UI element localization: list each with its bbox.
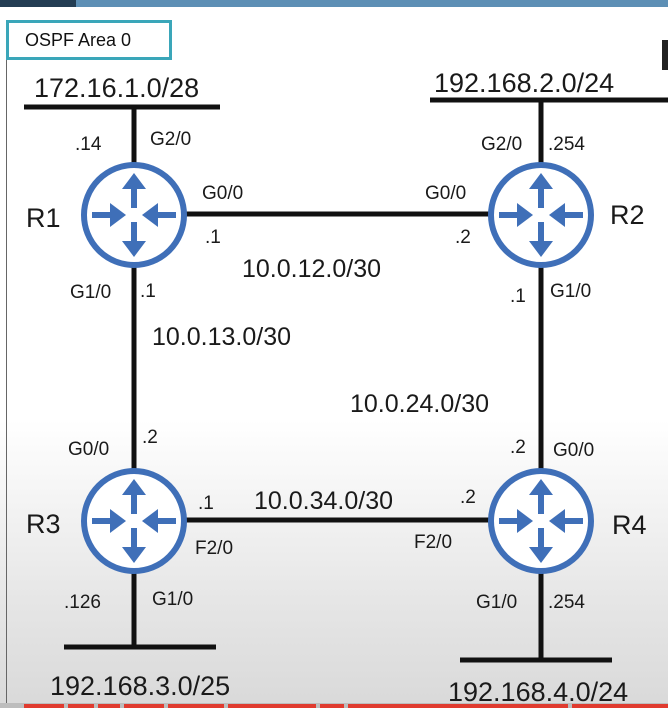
link-r1-r3-b-iface: G0/0 <box>68 439 110 460</box>
top-bar-tab <box>0 0 76 7</box>
link-r3-r4-b-host: .2 <box>460 487 476 508</box>
progress-segment <box>228 704 316 708</box>
lan-r3-network: 192.168.3.0/25 <box>50 671 231 701</box>
lan-r4-host: .254 <box>548 592 585 613</box>
link-r2-r4-network: 10.0.24.0/30 <box>350 390 490 418</box>
link-r1-r2-network: 10.0.12.0/30 <box>242 255 382 283</box>
link-r2-r4-a-host: .1 <box>510 286 526 307</box>
lan-r4-iface: G1/0 <box>476 592 518 613</box>
link-r3-r4-network: 10.0.34.0/30 <box>254 487 394 515</box>
lan-r3-host: .126 <box>64 592 101 613</box>
link-r1-r3-network: 10.0.13.0/30 <box>152 323 292 351</box>
link-r3-r4-b-iface: F2/0 <box>414 532 453 553</box>
lan-r2-host: .254 <box>548 134 585 155</box>
link-r3-r4-a-iface: F2/0 <box>195 538 234 559</box>
diagram-frame-edge <box>6 22 7 708</box>
link-r2-r4-b-iface: G0/0 <box>553 440 595 461</box>
router-r4-icon <box>491 471 591 571</box>
progress-segment <box>68 704 94 708</box>
top-bar <box>0 0 668 7</box>
link-r1-r3-a-iface: G1/0 <box>70 282 112 303</box>
lan-r1-iface: G2/0 <box>150 129 192 150</box>
lan-r2-network: 192.168.2.0/24 <box>434 68 615 98</box>
router-r1-name: R1 <box>26 203 61 233</box>
link-r1-r2-b-host: .2 <box>455 227 471 248</box>
link-r1-r2-a-host: .1 <box>205 227 221 248</box>
link-r2-r4-a-iface: G1/0 <box>550 281 592 302</box>
router-r2-icon <box>491 165 591 265</box>
link-r1-r2-a-iface: G0/0 <box>202 183 244 204</box>
lan-r1-network: 172.16.1.0/28 <box>34 73 200 103</box>
router-r3-name: R3 <box>26 509 61 539</box>
area-label-box: OSPF Area 0 <box>6 20 172 60</box>
router-r3-icon <box>84 471 184 571</box>
lan-r1-host: .14 <box>75 134 102 155</box>
router-r4-name: R4 <box>612 510 647 540</box>
progress-segment <box>348 704 568 708</box>
progress-segment <box>168 704 224 708</box>
scrollbar-thumb[interactable] <box>662 40 668 70</box>
progress-segment <box>24 704 64 708</box>
lan-r3-iface: G1/0 <box>152 589 194 610</box>
progress-segment <box>98 704 120 708</box>
link-r1-r3-b-host: .2 <box>142 427 158 448</box>
link-r2-r4-b-host: .2 <box>510 437 526 458</box>
lan-r2-iface: G2/0 <box>481 134 523 155</box>
lan-r4-network: 192.168.4.0/24 <box>448 677 629 707</box>
link-r3-r4-a-host: .1 <box>198 493 214 514</box>
link-r1-r3-a-host: .1 <box>140 281 156 302</box>
link-r1-r2-b-iface: G0/0 <box>425 183 467 204</box>
progress-segment <box>572 704 668 708</box>
progress-segment <box>124 704 164 708</box>
router-r2-name: R2 <box>610 200 645 230</box>
progress-segment <box>320 704 344 708</box>
area-label: OSPF Area 0 <box>25 30 132 50</box>
router-r1-icon <box>84 165 184 265</box>
